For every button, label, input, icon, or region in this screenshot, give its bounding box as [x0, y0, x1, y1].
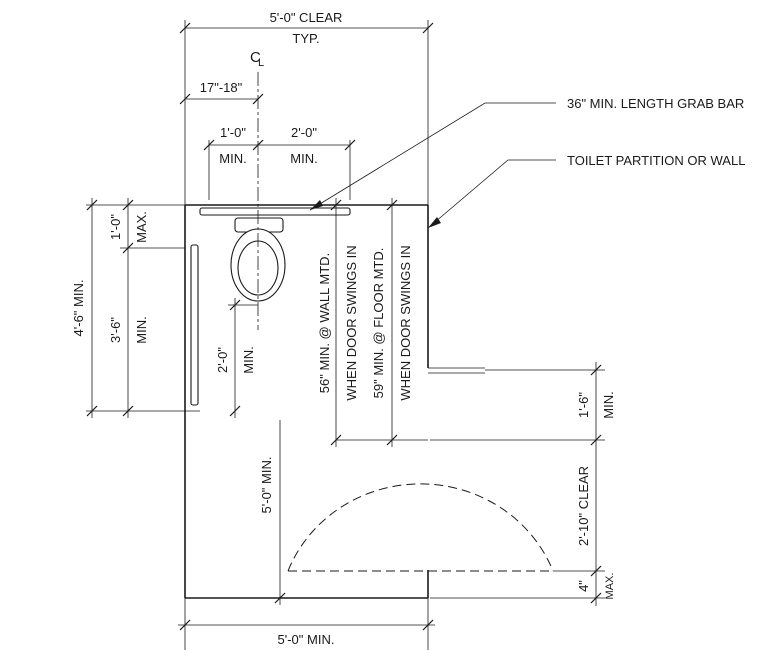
dim-tick — [330, 434, 342, 446]
dim-tick — [179, 619, 191, 631]
side-grab-bar — [190, 244, 199, 406]
dim-tick — [86, 199, 98, 211]
dim-tick — [386, 199, 398, 211]
dim-tick — [344, 139, 356, 151]
two-foot-min-label: MIN. — [290, 151, 317, 166]
one-foot-min-label: MIN. — [219, 151, 246, 166]
centerline-range-label: 17"-18" — [200, 80, 243, 95]
four-inch-label: 4" — [576, 580, 591, 592]
compartment-walls — [184, 204, 485, 599]
dim-tick — [252, 93, 264, 105]
floor-mounted-depth-dimension: 59" MIN. @ FLOOR MTD. WHEN DOOR SWINGS I… — [371, 198, 413, 447]
left-dimension-one-foot: 1'-0" MAX. 3'-6" MIN. — [108, 198, 185, 418]
three-six-label: 3'-6" — [108, 317, 123, 343]
typ-label: TYP. — [292, 31, 319, 46]
dim-tick — [386, 434, 398, 446]
bottom-width-label: 5'-0" MIN. — [278, 632, 335, 647]
dim-tick — [422, 22, 434, 34]
dim-tick — [274, 592, 286, 604]
door-offset-label: 1'-6" — [576, 392, 591, 418]
door-offset-min-label: MIN. — [601, 391, 616, 418]
clear-width-label: 5'-0" CLEAR — [270, 10, 343, 25]
one-foot-label: 1'-0" — [220, 125, 246, 140]
dim-tick — [179, 93, 191, 105]
one-foot-max-suffix: MAX. — [134, 211, 149, 243]
dim-tick — [229, 299, 241, 311]
floor-mounted-depth-label: 59" MIN. @ FLOOR MTD. — [371, 248, 386, 399]
two-foot-vertical-min-label: MIN. — [241, 346, 256, 373]
dim-tick — [590, 434, 602, 446]
dim-tick — [122, 199, 134, 211]
five-foot-vertical-label: 5'-0" MIN. — [259, 457, 274, 514]
leader-line — [309, 102, 556, 211]
two-foot-label: 2'-0" — [291, 125, 317, 140]
wall-mounted-condition-label: WHEN DOOR SWINGS IN — [344, 245, 359, 400]
five-foot-vertical-dimension: 5'-0" MIN. — [259, 420, 286, 605]
leader-arrowhead — [310, 200, 323, 210]
door-swing — [287, 439, 554, 572]
dim-tick — [86, 405, 98, 417]
grab-bars — [190, 207, 351, 406]
dim-tick — [203, 139, 215, 151]
dim-tick — [179, 22, 191, 34]
dim-tick — [252, 139, 264, 151]
grab-bar-note: 36" MIN. LENGTH GRAB BAR — [567, 96, 744, 111]
left-dimension-two-foot: 2'-0" MIN. — [215, 298, 258, 418]
two-foot-vertical-label: 2'-0" — [215, 347, 230, 373]
leader-arrowhead — [428, 217, 441, 228]
dim-tick — [122, 242, 134, 254]
leader-line — [427, 159, 556, 229]
centerline-symbol: C — [250, 49, 261, 66]
right-dimension-door: 1'-6" MIN. 2'-10" CLEAR 4" MAX. — [430, 362, 616, 606]
top-dimension-one-two-foot: 1'-0" MIN. 2'-0" MIN. — [203, 125, 356, 200]
dim-tick — [590, 592, 602, 604]
centerline-subscript: L — [258, 57, 264, 69]
four-inch-max-label: MAX. — [604, 573, 616, 600]
wall-mounted-depth-label: 56" MIN. @ WALL MTD. — [317, 253, 332, 393]
rear-grab-bar — [199, 207, 351, 216]
dim-tick — [330, 199, 342, 211]
dim-tick — [122, 405, 134, 417]
left-dimension-overall: 4'-6" MIN. — [71, 198, 200, 418]
partition-leader: TOILET PARTITION OR WALL — [427, 153, 745, 229]
bottom-dimension-width: 5'-0" MIN. — [178, 598, 435, 650]
floor-mounted-condition-label: WHEN DOOR SWINGS IN — [398, 245, 413, 400]
door-clear-label: 2'-10" CLEAR — [576, 466, 591, 546]
top-dimension-clear-width: 5'-0" CLEAR TYP. — [179, 10, 434, 205]
three-six-min-label: MIN. — [134, 316, 149, 343]
centerline: C L — [250, 49, 264, 330]
partition-note: TOILET PARTITION OR WALL — [567, 153, 745, 168]
door-swing-arc — [287, 483, 554, 572]
grab-bar-leader: 36" MIN. LENGTH GRAB BAR — [309, 96, 744, 211]
dim-tick — [590, 364, 602, 376]
dim-tick — [229, 405, 241, 417]
overall-depth-label: 4'-6" MIN. — [71, 280, 86, 337]
one-foot-max-label: 1'-0" — [108, 214, 123, 240]
top-dimension-centerline: 17"-18" — [179, 80, 264, 105]
wall-mounted-depth-dimension: 56" MIN. @ WALL MTD. WHEN DOOR SWINGS IN — [317, 198, 359, 447]
dim-tick — [590, 565, 602, 577]
dim-tick — [422, 619, 434, 631]
